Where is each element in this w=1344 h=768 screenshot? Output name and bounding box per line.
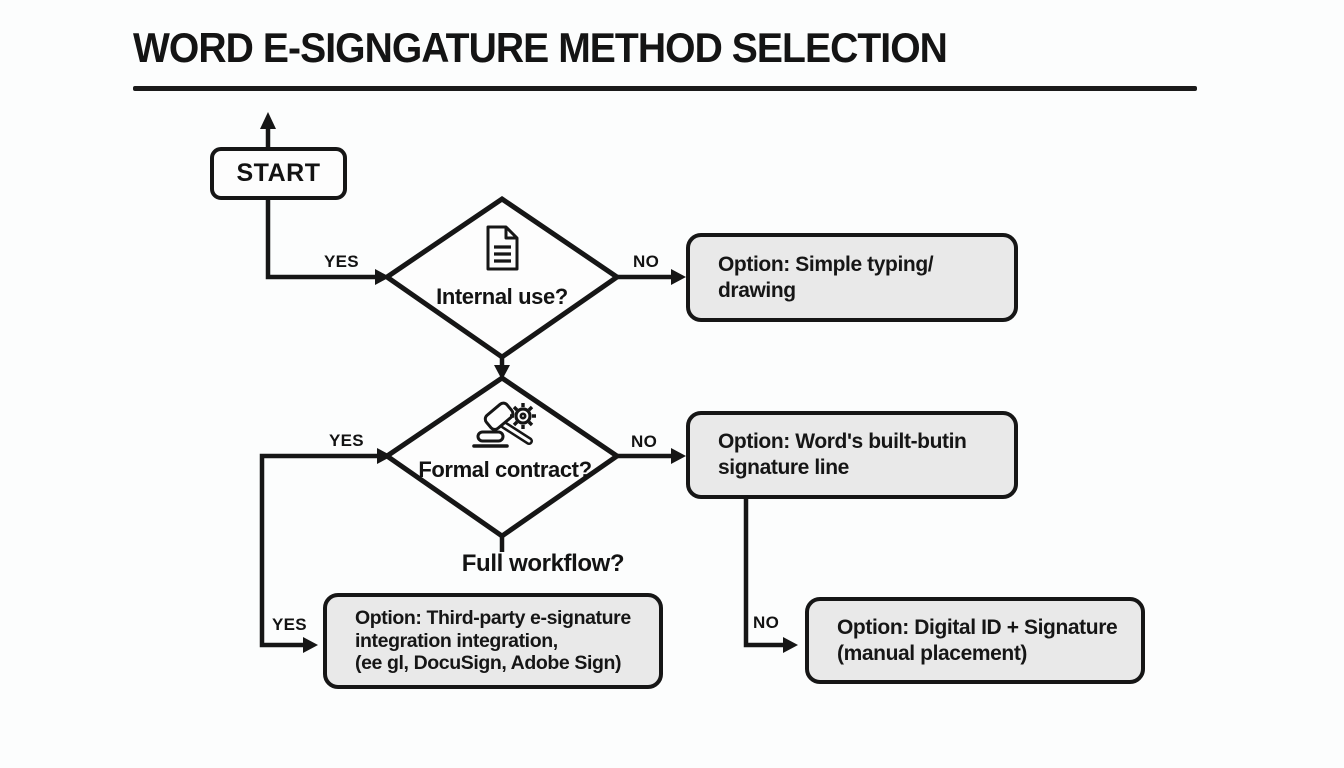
arrowhead-into-builtin [671, 448, 686, 464]
page-title: WORD E-SIGNGATURE METHOD SELECTION [133, 24, 948, 71]
edge-label-yes-internal: YES [324, 252, 359, 271]
arrowhead-into-typing [671, 269, 686, 285]
start-node: START [210, 147, 347, 200]
arrowhead-into-internal [375, 269, 390, 285]
option-builtin-signature-line2: signature line [718, 456, 849, 479]
option-thirdparty-box: Option: Third-party e-signature integrat… [323, 593, 663, 689]
decision-formal-label: Formal contract? [418, 457, 592, 482]
option-builtin-signature-line1: Option: Word's built-butin [718, 430, 967, 453]
edge-start-to-internal [265, 198, 376, 280]
edge-formal-yes-rail [259, 453, 380, 648]
option-simple-typing-box: Option: Simple typing/ drawing [686, 233, 1018, 322]
edge-label-yes-workflow: YES [272, 615, 307, 634]
option-thirdparty-line1: Option: Third-party e-signature [355, 607, 631, 630]
edge-label-yes-formal: YES [329, 431, 364, 450]
edge-label-no-formal: NO [631, 432, 658, 451]
decision-formal-diamond [382, 374, 622, 540]
option-simple-typing-line1: Option: Simple typing/ [718, 252, 934, 276]
arrowhead-into-thirdparty [303, 637, 318, 653]
decision-internal-diamond [382, 195, 622, 361]
gavel-gear-icon [466, 397, 542, 456]
start-label: START [236, 159, 321, 187]
option-digitalid-line2: (manual placement) [837, 641, 1028, 665]
option-digitalid-box: Option: Digital ID + Signature (manual p… [805, 597, 1145, 684]
arrowhead-into-formal-top [494, 365, 510, 380]
edge-label-no-workflow: NO [753, 613, 780, 632]
option-thirdparty-line2: integration integration, [355, 629, 558, 652]
arrowhead-up [260, 112, 276, 129]
option-simple-typing-line2: drawing [718, 278, 796, 302]
option-thirdparty-line3: (ee gl, DocuSign, Adobe Sign) [355, 652, 622, 675]
decision-workflow-label: Full workflow? [461, 550, 625, 577]
arrowhead-into-digitalid [783, 637, 798, 653]
document-icon [484, 224, 520, 277]
edge-builtin-to-digitalid [743, 499, 783, 648]
option-digitalid-line1: Option: Digital ID + Signature [837, 615, 1118, 639]
decision-internal-label: Internal use? [436, 284, 568, 309]
edge-label-no-internal: NO [633, 252, 660, 271]
option-builtin-signature-box: Option: Word's built-butin signature lin… [686, 411, 1018, 499]
title-underline [133, 86, 1197, 91]
